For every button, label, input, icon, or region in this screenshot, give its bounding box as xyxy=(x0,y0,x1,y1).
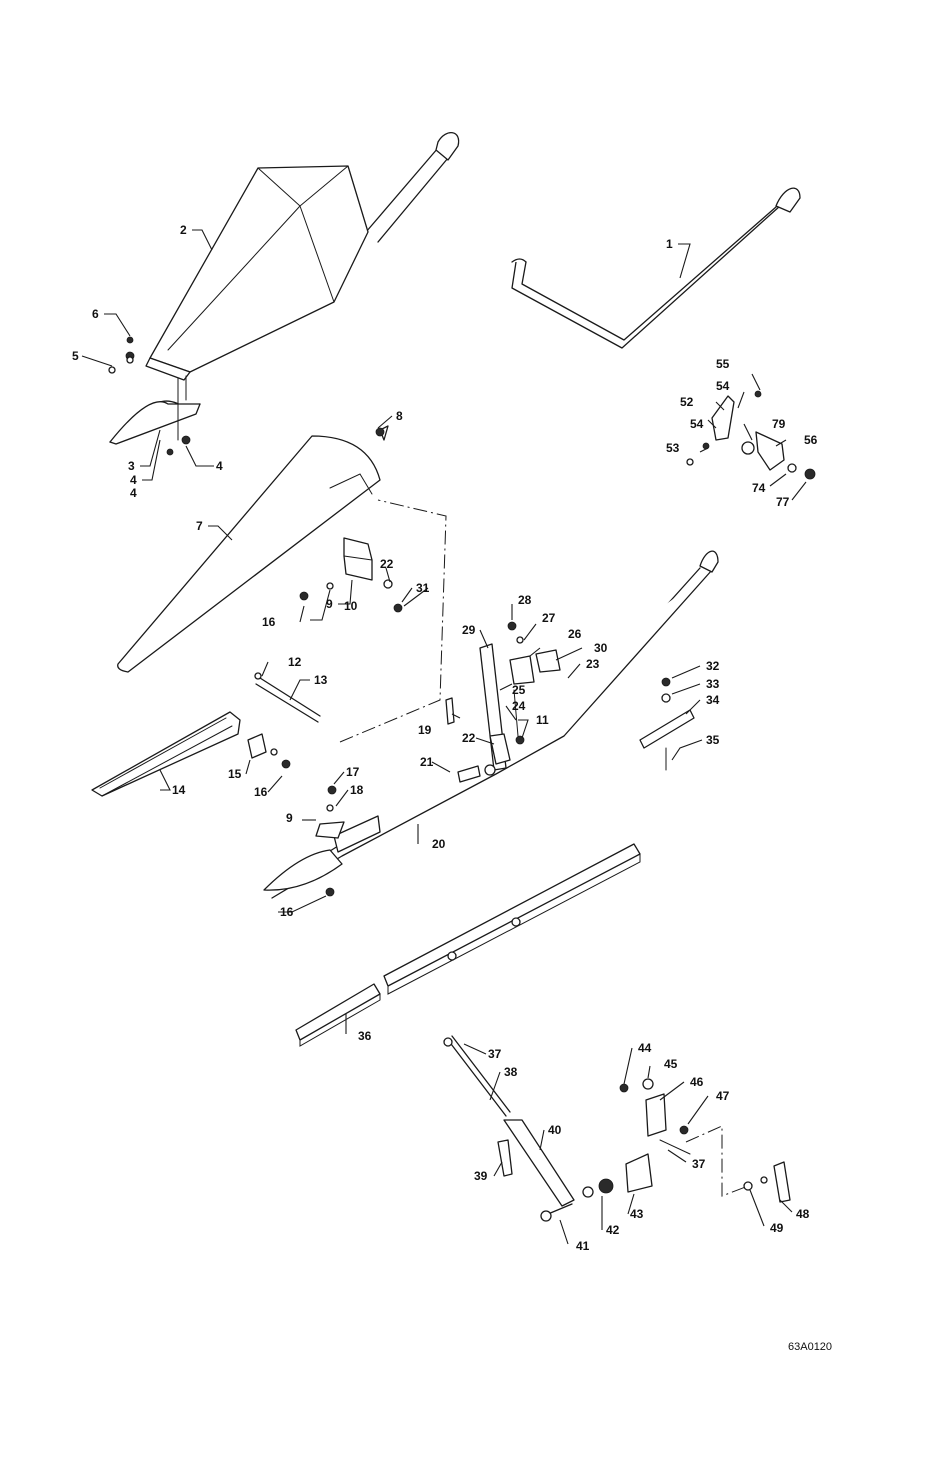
callout-1: 1 xyxy=(666,237,673,251)
callout-26: 26 xyxy=(568,627,582,641)
callout-4: 4 xyxy=(216,459,223,473)
callout-17: 17 xyxy=(346,765,360,779)
callout-4b: 4 xyxy=(130,473,137,487)
callout-41: 41 xyxy=(576,1239,590,1253)
callout-54a: 54 xyxy=(716,379,730,393)
callout-13: 13 xyxy=(314,673,328,687)
callout-14: 14 xyxy=(172,783,186,797)
callout-37b: 37 xyxy=(692,1157,706,1171)
part-bracket-34 xyxy=(640,678,694,770)
callout-19: 19 xyxy=(418,723,432,737)
callout-10: 10 xyxy=(344,599,358,613)
part-hood-divider xyxy=(146,133,459,380)
callout-18: 18 xyxy=(350,783,364,797)
callout-55: 55 xyxy=(716,357,730,371)
callout-79: 79 xyxy=(772,417,786,431)
callout-54b: 54 xyxy=(690,417,704,431)
callout-53: 53 xyxy=(666,441,680,455)
callout-27: 27 xyxy=(542,611,556,625)
callout-40: 40 xyxy=(548,1123,562,1137)
part-lower-linkage xyxy=(444,1036,790,1221)
callout-11: 11 xyxy=(536,713,549,727)
callout-28: 28 xyxy=(518,593,532,607)
part-bracket-56 xyxy=(687,391,815,479)
callout-9: 9 xyxy=(326,597,333,611)
callout-42: 42 xyxy=(606,1223,620,1237)
callout-44: 44 xyxy=(638,1041,652,1055)
callout-45: 45 xyxy=(664,1057,678,1071)
callout-31: 31 xyxy=(416,581,430,595)
part-cone xyxy=(118,426,402,672)
callout-48: 48 xyxy=(796,1207,810,1221)
callout-33: 33 xyxy=(706,677,720,691)
callout-77: 77 xyxy=(776,495,790,509)
callout-15: 15 xyxy=(228,767,242,781)
callout-25: 25 xyxy=(512,683,526,697)
callout-49: 49 xyxy=(770,1221,784,1235)
callout-56: 56 xyxy=(804,433,818,447)
callout-3: 3 xyxy=(128,459,135,473)
callout-32: 32 xyxy=(706,659,720,673)
callout-39: 39 xyxy=(474,1169,488,1183)
callout-8: 8 xyxy=(396,409,403,423)
callout-7: 7 xyxy=(196,519,203,533)
callout-21: 21 xyxy=(420,755,434,769)
callout-20: 20 xyxy=(432,837,446,851)
part-gathering-point xyxy=(92,712,290,796)
callout-38: 38 xyxy=(504,1065,518,1079)
callout-23: 23 xyxy=(586,657,600,671)
callout-16c: 16 xyxy=(280,905,294,919)
callout-16b: 16 xyxy=(262,615,276,629)
callout-52: 52 xyxy=(680,395,694,409)
part-curved-rod xyxy=(512,188,800,348)
figure-code: 63A0120 xyxy=(788,1341,832,1353)
part-rod-13 xyxy=(255,673,320,722)
callout-6: 6 xyxy=(92,307,99,321)
callout-35: 35 xyxy=(706,733,720,747)
callout-24: 24 xyxy=(512,699,526,713)
callout-9b: 9 xyxy=(286,811,293,825)
callout-74: 74 xyxy=(752,481,766,495)
callout-22a: 22 xyxy=(380,557,394,571)
callout-29: 29 xyxy=(462,623,476,637)
callout-2: 2 xyxy=(180,223,187,237)
callout-22b: 22 xyxy=(462,731,476,745)
assembly-line xyxy=(340,500,446,742)
callout-34: 34 xyxy=(706,693,720,707)
callout-30: 30 xyxy=(594,641,608,655)
callout-16a: 16 xyxy=(254,785,268,799)
callout-46: 46 xyxy=(690,1075,704,1089)
callout-36: 36 xyxy=(358,1029,372,1043)
part-channel-36 xyxy=(296,844,640,1046)
callout-12: 12 xyxy=(288,655,302,669)
callout-5: 5 xyxy=(72,349,79,363)
callout-43: 43 xyxy=(630,1207,644,1221)
callout-4c: 4 xyxy=(130,486,137,500)
callout-37a: 37 xyxy=(488,1047,502,1061)
callout-47: 47 xyxy=(716,1089,730,1103)
